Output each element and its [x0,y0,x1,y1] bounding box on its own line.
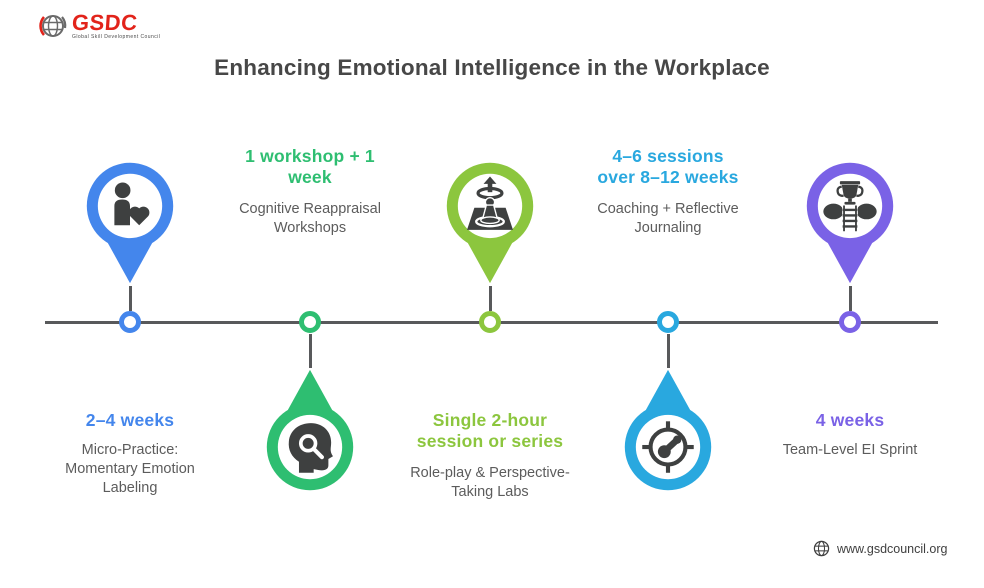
milestone-text: 4–6 sessions over 8–12 weeks Coaching + … [573,146,763,238]
gauge-icon [624,369,712,491]
logo-tagline: Global Skill Development Council [72,33,161,40]
pin-connector [128,286,132,311]
timeline-node [299,311,321,333]
milestone-text: Single 2-hour session or series Role-pla… [395,410,585,502]
trophy-ladder-icon [806,162,894,284]
milestone-text: 2–4 weeks Micro-Practice: Momentary Emot… [35,410,225,498]
milestone-duration: Single 2-hour session or series [416,410,564,451]
logo-name: GSDC [71,9,139,35]
pin-connector [666,334,670,368]
logo-text: GSDC Global Skill Development Council [71,9,161,40]
timeline-node [479,311,501,333]
head-magnifier-icon [266,369,354,491]
person-heart-icon [86,162,174,284]
gsdc-globe-icon [39,15,67,37]
pin-connector [488,286,492,311]
pin-connector [308,334,312,368]
milestone-duration: 2–4 weeks [85,410,175,430]
milestone-label: Coaching + Reflective Journaling [597,201,739,236]
globe-icon [813,540,830,557]
strategy-pawn-icon [446,162,534,284]
timeline-node [839,311,861,333]
website-url: www.gsdcouncil.org [837,541,948,556]
milestone-text: 4 weeks Team-Level EI Sprint [755,410,945,460]
milestone-duration: 4 weeks [815,410,885,430]
footer: www.gsdcouncil.org [813,540,947,557]
milestone-duration: 1 workshop + 1 week [245,146,375,187]
milestone-duration: 4–6 sessions over 8–12 weeks [597,146,739,187]
milestone-label: Team-Level EI Sprint [782,442,918,458]
milestone-label: Cognitive Reappraisal Workshops [239,201,381,236]
milestone-label: Micro-Practice: Momentary Emotion Labeli… [65,442,195,496]
milestone-label: Role-play & Perspective- Taking Labs [410,465,570,500]
timeline-node [657,311,679,333]
timeline-node [119,311,141,333]
milestone-text: 1 workshop + 1 week Cognitive Reappraisa… [215,146,405,238]
gsdc-logo: GSDC Global Skill Development Council [38,9,161,41]
page-title: Enhancing Emotional Intelligence in the … [214,55,770,80]
pin-connector [848,286,852,311]
